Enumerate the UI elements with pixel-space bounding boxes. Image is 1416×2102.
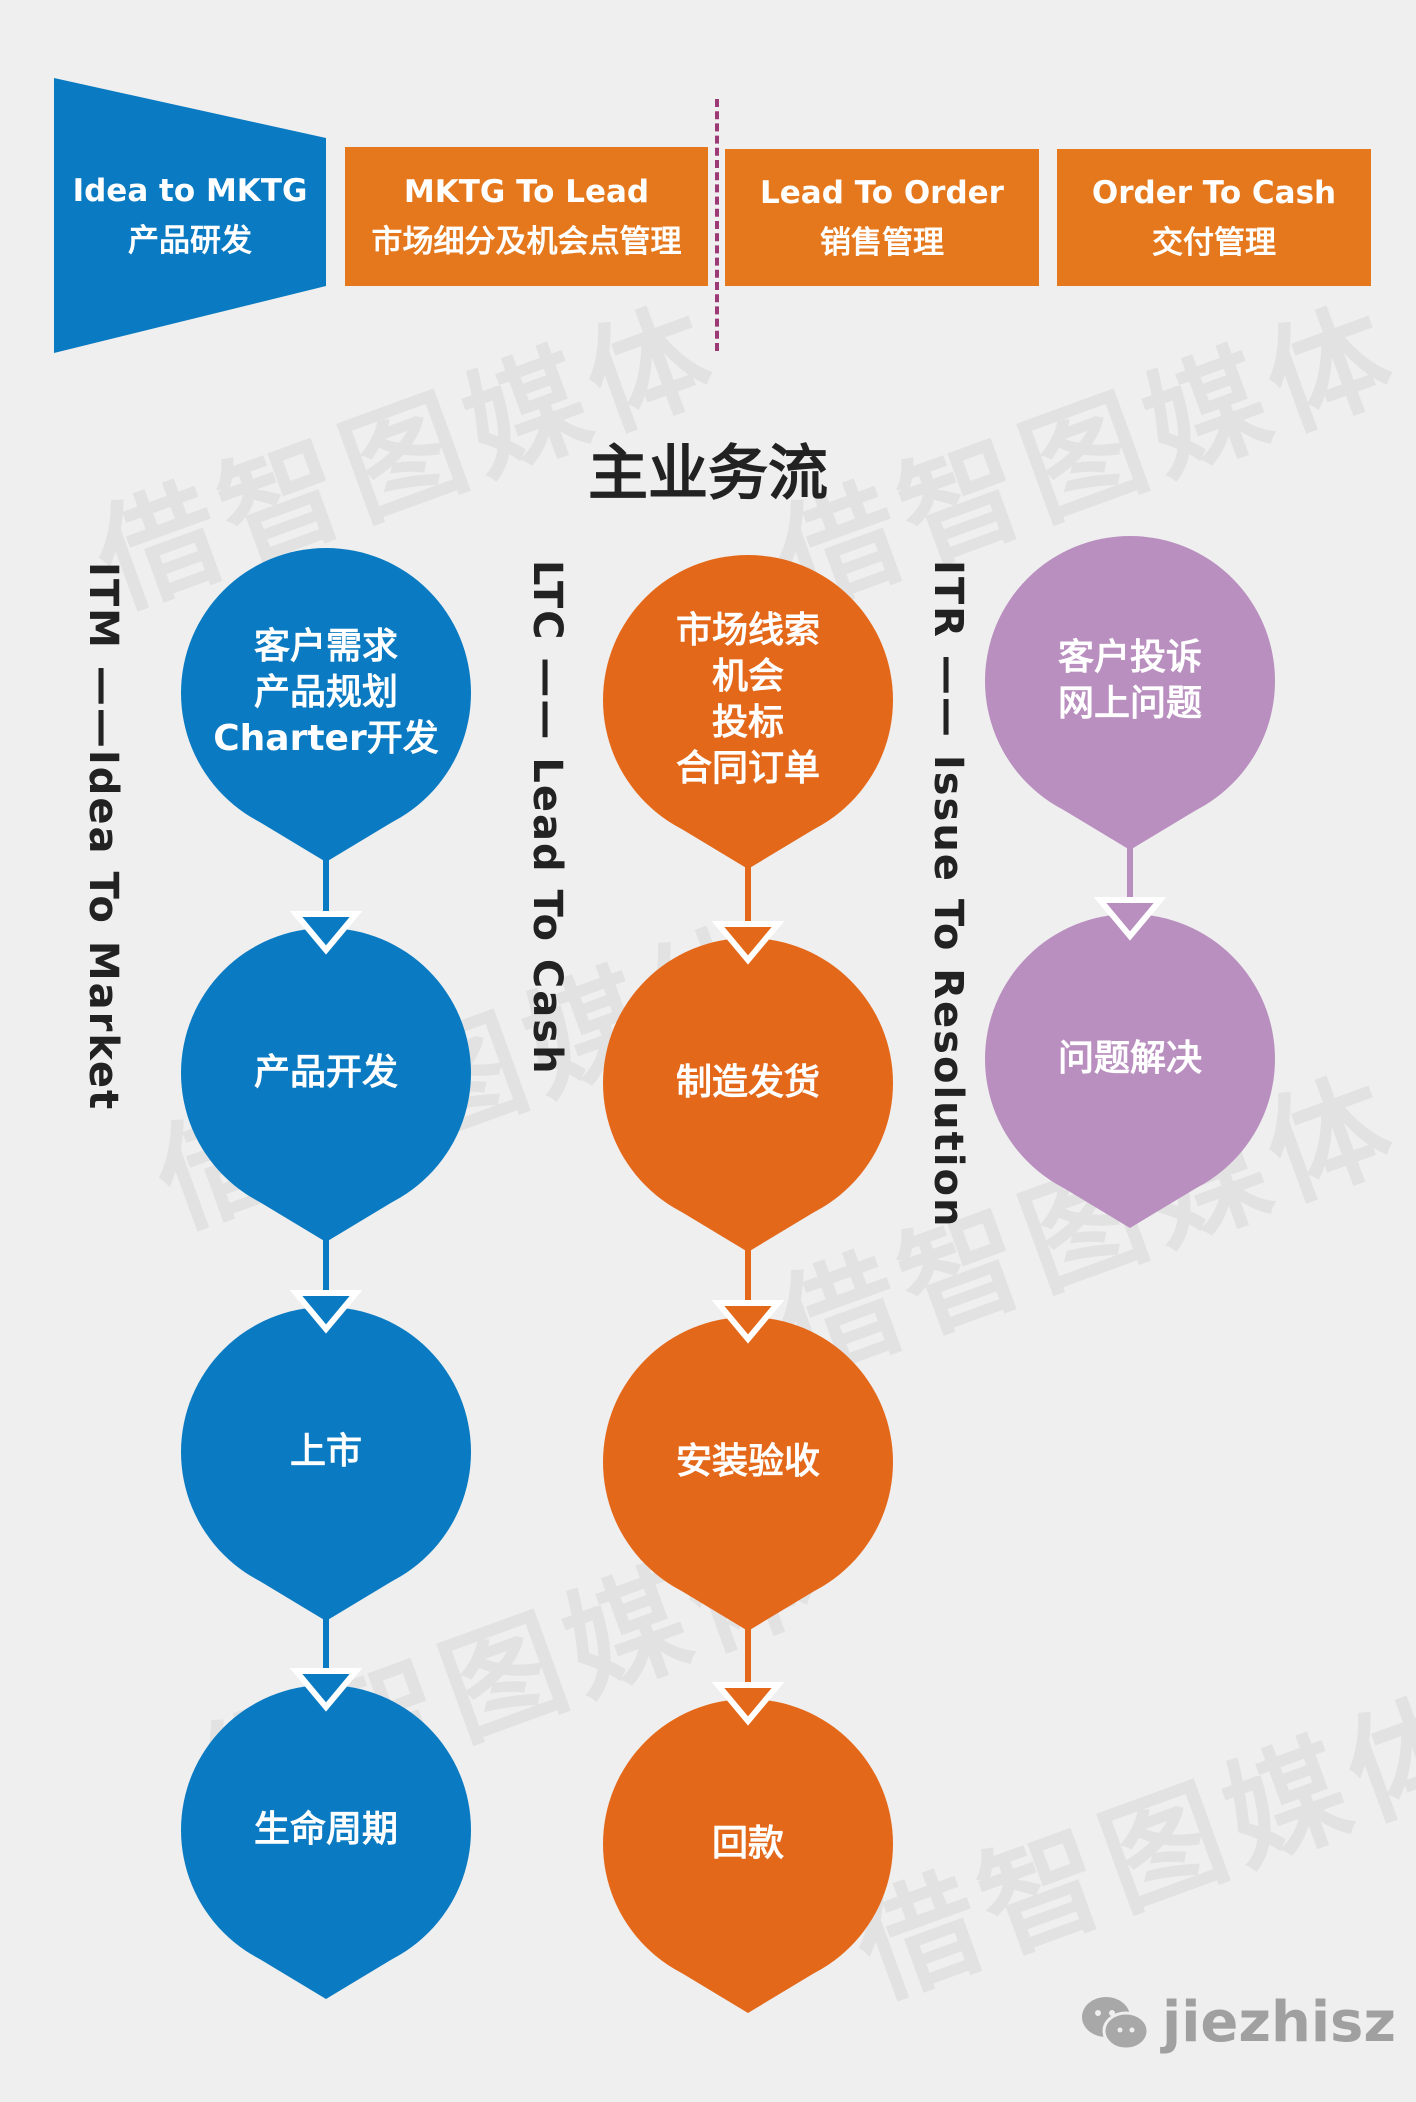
stage-lead-to-order: Lead To Order 销售管理: [725, 149, 1039, 286]
stage-en: Lead To Order: [760, 174, 1004, 211]
ltc-node: 回款: [603, 1699, 893, 2019]
node-text-line: 市场线索: [675, 610, 820, 651]
stage-order-to-cash: Order To Cash 交付管理: [1057, 149, 1371, 286]
stage-zh: 销售管理: [820, 224, 944, 261]
stage-zh: 市场细分及机会点管理: [371, 223, 682, 260]
wechat-icon: [1082, 1996, 1150, 2050]
arrow-down-icon: [289, 1290, 363, 1334]
node-text-line: 产品开发: [253, 1052, 398, 1093]
brand-logo: jiezhisz: [1080, 1990, 1396, 2055]
stage-zh: 交付管理: [1152, 224, 1276, 261]
itm-node: 上市: [181, 1307, 471, 1627]
ltc-node: 制造发货: [603, 938, 893, 1258]
node-text-line: 客户投诉: [1057, 637, 1202, 678]
node-text-line: 机会: [711, 656, 784, 697]
node-text-line: 上市: [289, 1431, 362, 1472]
arrow-down-icon: [711, 1682, 785, 1726]
itr-node: 客户投诉网上问题: [985, 536, 1275, 856]
itr-node: 问题解决: [985, 914, 1275, 1234]
brand-text: jiezhisz: [1162, 1990, 1396, 2055]
node-text-line: 生命周期: [253, 1809, 398, 1850]
ltc-node: 市场线索机会投标合同订单: [603, 555, 893, 875]
itm-node: 客户需求产品规划 Charter开发: [181, 548, 471, 868]
itm-label: ITM ——Idea To Market: [80, 562, 126, 1112]
node-text-line: Charter开发: [213, 718, 439, 759]
arrow-down-icon: [289, 911, 363, 955]
node-text-line: 网上问题: [1057, 683, 1202, 724]
stage-zh: 产品研发: [128, 222, 252, 259]
node-text-line: 安装验收: [675, 1441, 820, 1482]
arrow-down-icon: [711, 921, 785, 965]
stage-en: MKTG To Lead: [403, 173, 650, 210]
itm-node: 产品开发: [181, 928, 471, 1248]
node-text-line: 投标: [711, 702, 784, 743]
itm-node: 生命周期: [181, 1685, 471, 2005]
node-text-line: 制造发货: [675, 1062, 820, 1103]
divider-line: [715, 99, 719, 351]
stage-en: Idea to MKTG: [72, 172, 308, 209]
itr-label: ITR —— Issue To Resolution: [925, 560, 971, 1229]
node-text-line: 回款: [711, 1823, 784, 1864]
node-text-line: 问题解决: [1057, 1038, 1202, 1079]
stage-en: Order To Cash: [1091, 174, 1337, 211]
node-text-line: 合同订单: [675, 748, 820, 789]
arrow-down-icon: [711, 1300, 785, 1344]
ltc-node: 安装验收: [603, 1317, 893, 1637]
node-text-line: 产品规划: [253, 672, 398, 713]
page-title: 主业务流: [588, 439, 828, 509]
node-text-line: 客户需求: [253, 626, 398, 667]
stage-mktg-to-lead: MKTG To Lead 市场细分及机会点管理: [345, 147, 708, 286]
ltc-label: LTC —— Lead To Cash: [524, 560, 570, 1076]
arrow-down-icon: [1093, 897, 1167, 941]
stage-idea-to-mktg: Idea to MKTG 产品研发: [54, 78, 326, 353]
arrow-down-icon: [289, 1668, 363, 1712]
